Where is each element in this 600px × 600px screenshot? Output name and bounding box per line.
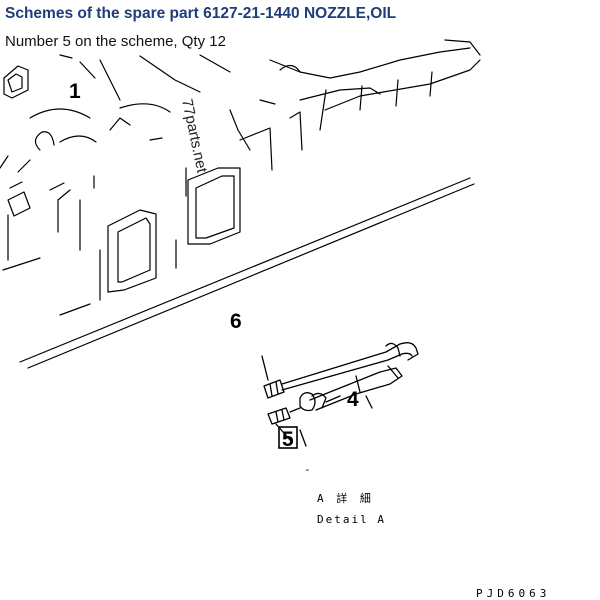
detail-kanji-label: A 詳 細	[317, 491, 374, 505]
callout-1: 1	[69, 80, 81, 103]
callout-4: 4	[347, 388, 359, 411]
callout-5: 5	[282, 428, 294, 451]
oil-pipe-assembly	[261, 342, 419, 447]
dash-mark: -	[304, 463, 311, 476]
highlight-box-part-5	[278, 426, 298, 449]
callout-6: 6	[230, 310, 242, 333]
drawing-code: PJD6063	[476, 587, 550, 600]
page-title: Schemes of the spare part 6127-21-1440 N…	[5, 5, 397, 22]
part-position-subtitle: Number 5 on the scheme, Qty 12	[5, 33, 226, 50]
watermark-text: 77parts.net	[178, 97, 210, 175]
detail-a-label: Detail A	[317, 513, 386, 526]
engine-block-outline	[0, 39, 481, 369]
